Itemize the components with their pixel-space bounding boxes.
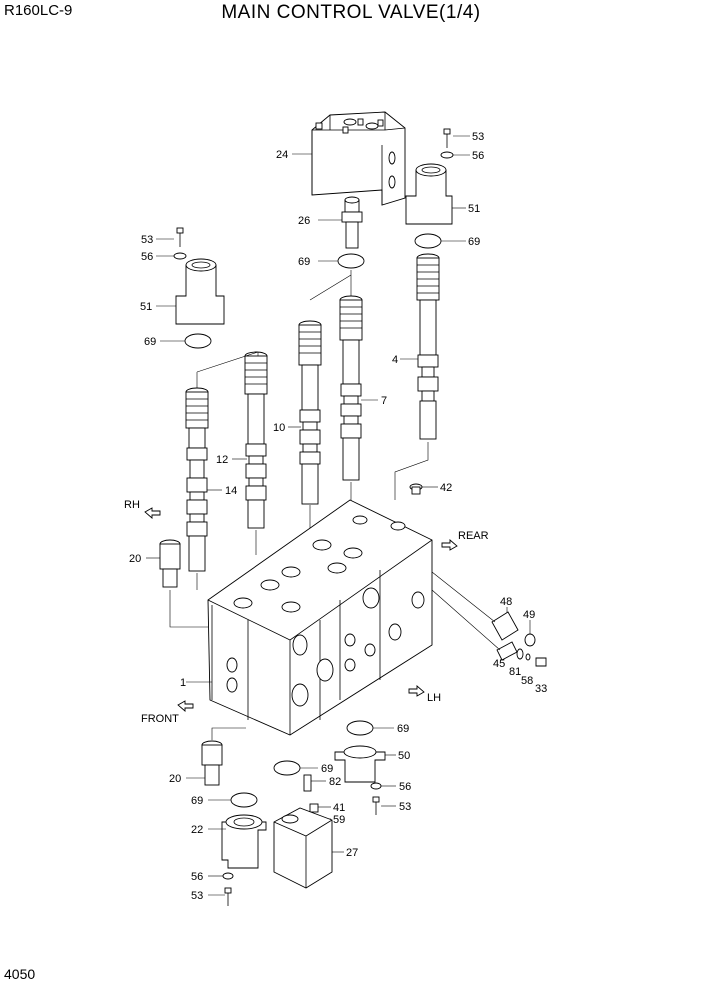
callout-33: 33	[535, 683, 547, 695]
model-number: R160LC-9	[4, 2, 73, 19]
callout-51: 51	[140, 301, 152, 313]
page-number: 4050	[4, 966, 36, 982]
washer-56-lower-right	[370, 782, 382, 790]
callout-69: 69	[397, 723, 409, 735]
callout-20: 20	[169, 773, 181, 785]
callout-20: 20	[129, 553, 141, 565]
spool-14	[185, 387, 209, 572]
washer-56-lower-left	[222, 872, 234, 880]
callout-56: 56	[399, 781, 411, 793]
callout-69: 69	[321, 763, 333, 775]
callout-4: 4	[392, 354, 398, 366]
callout-42: 42	[440, 482, 452, 494]
callout-69: 69	[191, 795, 203, 807]
label-lh: LH	[427, 692, 441, 704]
spool-12	[244, 351, 268, 529]
callout-53: 53	[141, 234, 153, 246]
callout-41: 41	[333, 802, 345, 814]
callout-12: 12	[216, 454, 228, 466]
spool-4	[416, 253, 440, 440]
o-ring-69-lower-left	[230, 792, 258, 808]
bolt-53-lower-right	[372, 796, 380, 815]
callout-50: 50	[398, 750, 410, 762]
callout-24: 24	[276, 149, 288, 161]
label-rear: REAR	[458, 530, 489, 542]
direction-arrow-rh	[144, 507, 161, 519]
direction-arrow-rear	[441, 539, 458, 551]
bolt-53-right-top	[443, 128, 451, 148]
callout-7: 7	[381, 395, 387, 407]
callout-labels: 24 53 56 51 26 69 53 56 69 51 69 4 7 10 …	[129, 131, 547, 902]
callout-69: 69	[468, 236, 480, 248]
direction-labels: RH REAR FRONT LH	[124, 499, 489, 725]
cover-22	[221, 814, 267, 869]
label-rh: RH	[124, 499, 140, 511]
o-ring-69-top-right	[414, 233, 442, 249]
callout-51: 51	[468, 203, 480, 215]
plug-42	[409, 483, 423, 495]
callout-27: 27	[346, 847, 358, 859]
main-valve-body-1	[207, 499, 433, 736]
page-title: MAIN CONTROL VALVE(1/4)	[221, 2, 481, 23]
callout-53: 53	[399, 801, 411, 813]
callout-26: 26	[298, 215, 310, 227]
plug-41	[309, 803, 319, 813]
callout-56: 56	[141, 251, 153, 263]
plug-20-upper	[159, 539, 181, 588]
o-ring-69-top-center	[337, 253, 365, 269]
callout-22: 22	[191, 824, 203, 836]
cover-51-right	[405, 163, 453, 225]
o-ring-69-left	[184, 333, 212, 349]
plug-20-lower	[201, 740, 223, 786]
spool-10	[298, 320, 322, 505]
callout-53: 53	[472, 131, 484, 143]
callout-59: 59	[333, 814, 345, 826]
o-ring-69-lower-center	[273, 760, 301, 776]
cover-27	[273, 807, 333, 889]
cover-51-left	[175, 258, 225, 325]
cover-50	[334, 745, 386, 783]
direction-arrow-lh	[408, 685, 425, 697]
callout-53: 53	[191, 890, 203, 902]
callout-69: 69	[144, 336, 156, 348]
bolt-53-lower-left	[224, 887, 232, 906]
callout-49: 49	[523, 609, 535, 621]
callout-56: 56	[472, 150, 484, 162]
callout-14: 14	[225, 485, 237, 497]
callout-56: 56	[191, 871, 203, 883]
washer-56-left-top	[173, 252, 187, 260]
callout-10: 10	[273, 422, 285, 434]
callout-58: 58	[521, 675, 533, 687]
washer-56-right-top	[440, 151, 454, 159]
callout-81: 81	[509, 666, 521, 678]
callout-82: 82	[329, 776, 341, 788]
callout-45: 45	[493, 658, 505, 670]
direction-arrow-front	[177, 700, 194, 712]
callout-48: 48	[500, 596, 512, 608]
callout-69: 69	[298, 256, 310, 268]
o-ring-69-lower-right	[346, 720, 374, 736]
part-26-plug	[341, 196, 363, 249]
spool-7	[339, 295, 363, 481]
part-24-cover-block	[311, 111, 406, 206]
pin-82	[303, 774, 312, 792]
callout-1: 1	[180, 677, 186, 689]
bolt-53-left-top	[176, 227, 184, 247]
label-front: FRONT	[141, 713, 179, 725]
check-valve-parts-right	[491, 611, 547, 667]
